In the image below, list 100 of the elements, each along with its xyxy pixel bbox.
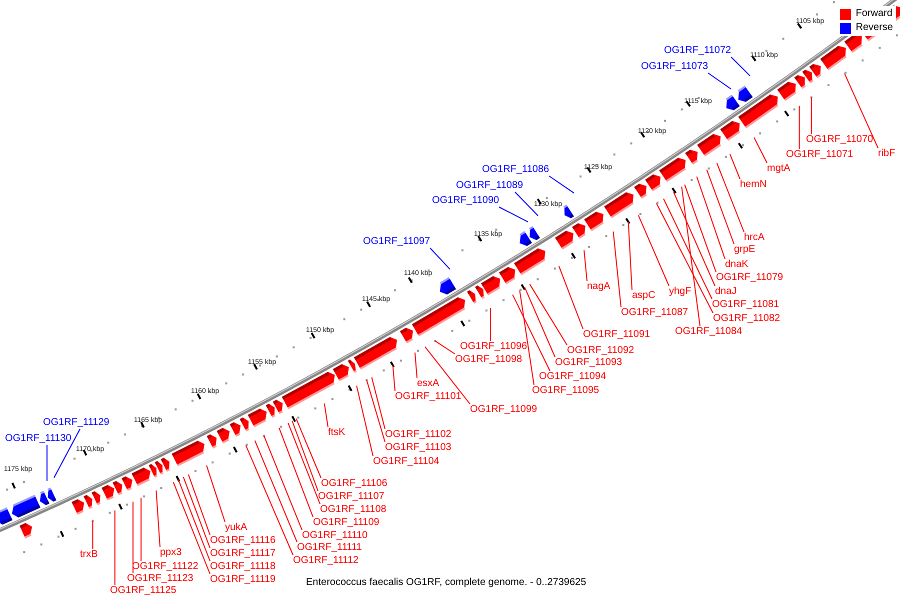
leader-line	[114, 510, 116, 586]
gene-label: aspC	[632, 290, 656, 302]
gene-label: nagA	[587, 281, 610, 293]
gene-label: OG1RF_11101	[395, 391, 462, 403]
leader-line	[371, 376, 386, 430]
gene-label: OG1RF_11117	[210, 548, 276, 560]
gene-label: ftsK	[328, 427, 346, 439]
gene-label: OG1RF_11109	[313, 517, 380, 529]
gene-label: OG1RF_11116	[210, 535, 276, 547]
leader-line	[424, 346, 470, 404]
gene-label: OG1RF_11111	[297, 542, 362, 554]
leader-line	[132, 501, 134, 574]
gene-label: OG1RF_11129	[43, 417, 110, 429]
leader-line	[278, 427, 314, 518]
gene-label: OG1RF_11125	[110, 585, 176, 597]
leader-line	[392, 364, 396, 392]
gene-label: hrcA	[744, 232, 765, 244]
leader-line	[46, 444, 48, 482]
gene-label: OG1RF_11123	[127, 573, 194, 585]
leader-line	[730, 56, 750, 76]
gene-label: grpE	[734, 244, 756, 256]
leader-line	[584, 250, 588, 282]
leader-line	[514, 192, 538, 216]
leader-line	[434, 340, 456, 354]
leader-line	[548, 176, 574, 194]
legend-label: Forward	[856, 8, 892, 20]
leader-line	[844, 73, 878, 148]
gene-label: OG1RF_11097	[363, 236, 430, 248]
gene-label: OG1RF_11072	[664, 45, 732, 57]
leader-line	[182, 476, 210, 548]
gene-label: dnaJ	[715, 286, 737, 298]
gene-label: OG1RF_11082	[713, 313, 780, 325]
legend-label: Reverse	[856, 22, 893, 34]
gene-label: OG1RF_11095	[532, 385, 600, 397]
leader-line	[172, 482, 210, 574]
leader-line	[140, 497, 142, 562]
gene-label: OG1RF_11110	[302, 530, 368, 542]
leader-line	[810, 96, 812, 134]
gene-label: OG1RF_11084	[675, 326, 742, 338]
gene-label: OG1RF_11130	[5, 433, 72, 445]
gene-label: OG1RF_11096	[460, 341, 528, 353]
gene-label: yukA	[225, 522, 248, 534]
leader-line	[673, 192, 716, 286]
gene-label: dnaK	[725, 259, 748, 271]
leader-line	[716, 162, 744, 232]
gene-label: OG1RF_11104	[373, 456, 440, 468]
leader-line	[254, 440, 298, 542]
leader-line	[708, 72, 732, 90]
leader-line	[754, 137, 768, 164]
leader-line	[638, 214, 670, 286]
gene-label: OG1RF_11099	[470, 404, 538, 416]
gene-label: OG1RF_11119	[210, 574, 276, 586]
leader-line	[92, 520, 94, 550]
leader-line	[729, 154, 740, 180]
gene-label: OG1RF_11098	[455, 354, 522, 366]
gene-label: OG1RF_11092	[567, 345, 634, 357]
leader-line	[366, 380, 386, 442]
leader-line	[178, 479, 210, 562]
gene-label: OG1RF_11107	[318, 491, 384, 503]
caption: Enterococcus faecalis OG1RF, complete genome. - 0..2739625	[306, 577, 586, 589]
gene-label: OG1RF_11070	[806, 134, 874, 146]
leader-line	[288, 422, 320, 504]
gene-label: OG1RF_11108	[320, 504, 386, 516]
leader-line	[490, 308, 491, 342]
gene-label: OG1RF_11091	[583, 329, 650, 341]
leader-line	[414, 352, 418, 378]
leader-line	[188, 474, 210, 536]
leader-line	[684, 184, 716, 272]
leader-line	[519, 290, 534, 386]
gene-label: hemN	[740, 179, 767, 191]
gene-label: OG1RF_11094	[539, 371, 606, 383]
leader-line	[656, 202, 714, 314]
gene-label: yhgF	[669, 286, 692, 298]
gene-label: mgtA	[767, 163, 790, 175]
leader-line	[696, 176, 726, 260]
leader-line	[324, 402, 328, 428]
gene-label: OG1RF_11087	[621, 307, 688, 319]
gene-label: OG1RF_11106	[321, 478, 388, 490]
leader-line	[430, 248, 450, 270]
leader-line	[681, 186, 700, 326]
leader-line	[706, 169, 734, 244]
gene-label: OG1RF_11103	[385, 442, 452, 454]
gene-label: OG1RF_11089	[456, 180, 524, 192]
gene-label: OG1RF_11118	[210, 561, 276, 573]
gene-label: OG1RF_11073	[641, 61, 708, 73]
gene-label: OG1RF_11112	[293, 555, 359, 567]
gene-label: ppx3	[160, 547, 182, 559]
leader-line	[798, 105, 800, 150]
gene-label: OG1RF_11081	[712, 299, 780, 311]
gene-label: OG1RF_11102	[385, 429, 452, 441]
leader-line	[558, 266, 584, 330]
leader-line	[628, 221, 632, 290]
gene-label: trxB	[80, 549, 98, 561]
leader-line	[512, 294, 550, 372]
gene-label: OG1RF_11071	[786, 149, 854, 161]
leader-line	[156, 490, 160, 548]
leader-line	[524, 286, 556, 358]
leader-line	[612, 231, 622, 308]
leader-line	[529, 284, 568, 346]
gene-label: OG1RF_11079	[716, 272, 784, 284]
